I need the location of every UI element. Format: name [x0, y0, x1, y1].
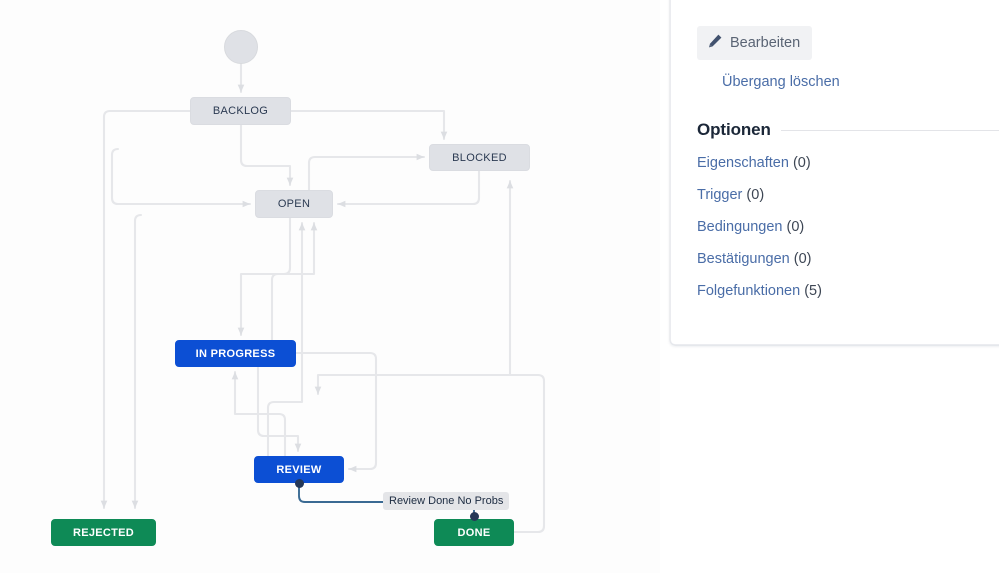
selected-transition-edge[interactable] [0, 0, 660, 573]
option-count-eigenschaften: (0) [792, 155, 811, 171]
node-backlog[interactable]: BACKLOG [190, 97, 291, 125]
options-section-header: Optionen [697, 120, 999, 140]
transition-label[interactable]: Review Done No Probs [383, 492, 510, 510]
option-count-bedingungen: (0) [786, 219, 805, 235]
option-row-bestaetigungen[interactable]: Bestätigungen (0) [697, 250, 999, 268]
node-label: BACKLOG [212, 105, 269, 117]
edit-button[interactable]: Bearbeiten [697, 26, 813, 60]
transition-endpoint-dot-source[interactable] [295, 479, 304, 488]
option-row-folgefunktionen[interactable]: Folgefunktionen (5) [697, 282, 999, 300]
node-rejected[interactable]: REJECTED [51, 519, 156, 546]
option-count-bestaetigungen: (0) [793, 251, 812, 267]
transition-details-panel: Bearbeiten Übergang löschen Optionen Eig… [670, 0, 999, 345]
node-label: REJECTED [72, 526, 135, 539]
edit-button-label: Bearbeiten [730, 35, 801, 51]
option-row-bedingungen[interactable]: Bedingungen (0) [697, 218, 999, 236]
option-count-trigger: (0) [746, 187, 765, 203]
node-in-progress[interactable]: IN PROGRESS [175, 340, 296, 367]
option-count-folgefunktionen: (5) [804, 283, 822, 299]
node-done[interactable]: DONE [434, 519, 514, 546]
option-link-eigenschaften[interactable]: Eigenschaften [697, 155, 789, 171]
options-divider [780, 129, 999, 131]
pencil-icon [707, 33, 723, 53]
option-row-eigenschaften[interactable]: Eigenschaften (0) [697, 154, 999, 172]
node-review[interactable]: REVIEW [254, 456, 344, 483]
start-circle[interactable] [224, 30, 258, 64]
node-open[interactable]: OPEN [255, 190, 333, 218]
option-link-folgefunktionen[interactable]: Folgefunktionen [697, 283, 801, 299]
node-label: REVIEW [276, 463, 322, 476]
delete-transition-link[interactable]: Übergang löschen [722, 74, 840, 90]
option-link-trigger[interactable]: Trigger [697, 187, 743, 203]
node-label: OPEN [277, 198, 311, 210]
node-label: IN PROGRESS [195, 347, 276, 360]
option-link-bestaetigungen[interactable]: Bestätigungen [697, 251, 790, 267]
option-link-bedingungen[interactable]: Bedingungen [697, 219, 783, 235]
node-label: BLOCKED [452, 151, 507, 164]
node-blocked[interactable]: BLOCKED [429, 144, 530, 171]
options-title: Optionen [697, 120, 771, 139]
option-row-trigger[interactable]: Trigger (0) [697, 186, 999, 204]
node-label: DONE [457, 526, 491, 539]
workflow-edges [100, 62, 546, 534]
transition-endpoint-dot-target[interactable] [470, 512, 479, 521]
workflow-diagram-canvas[interactable]: BACKLOG BLOCKED OPEN IN PROGRESS REVIEW … [0, 0, 660, 573]
